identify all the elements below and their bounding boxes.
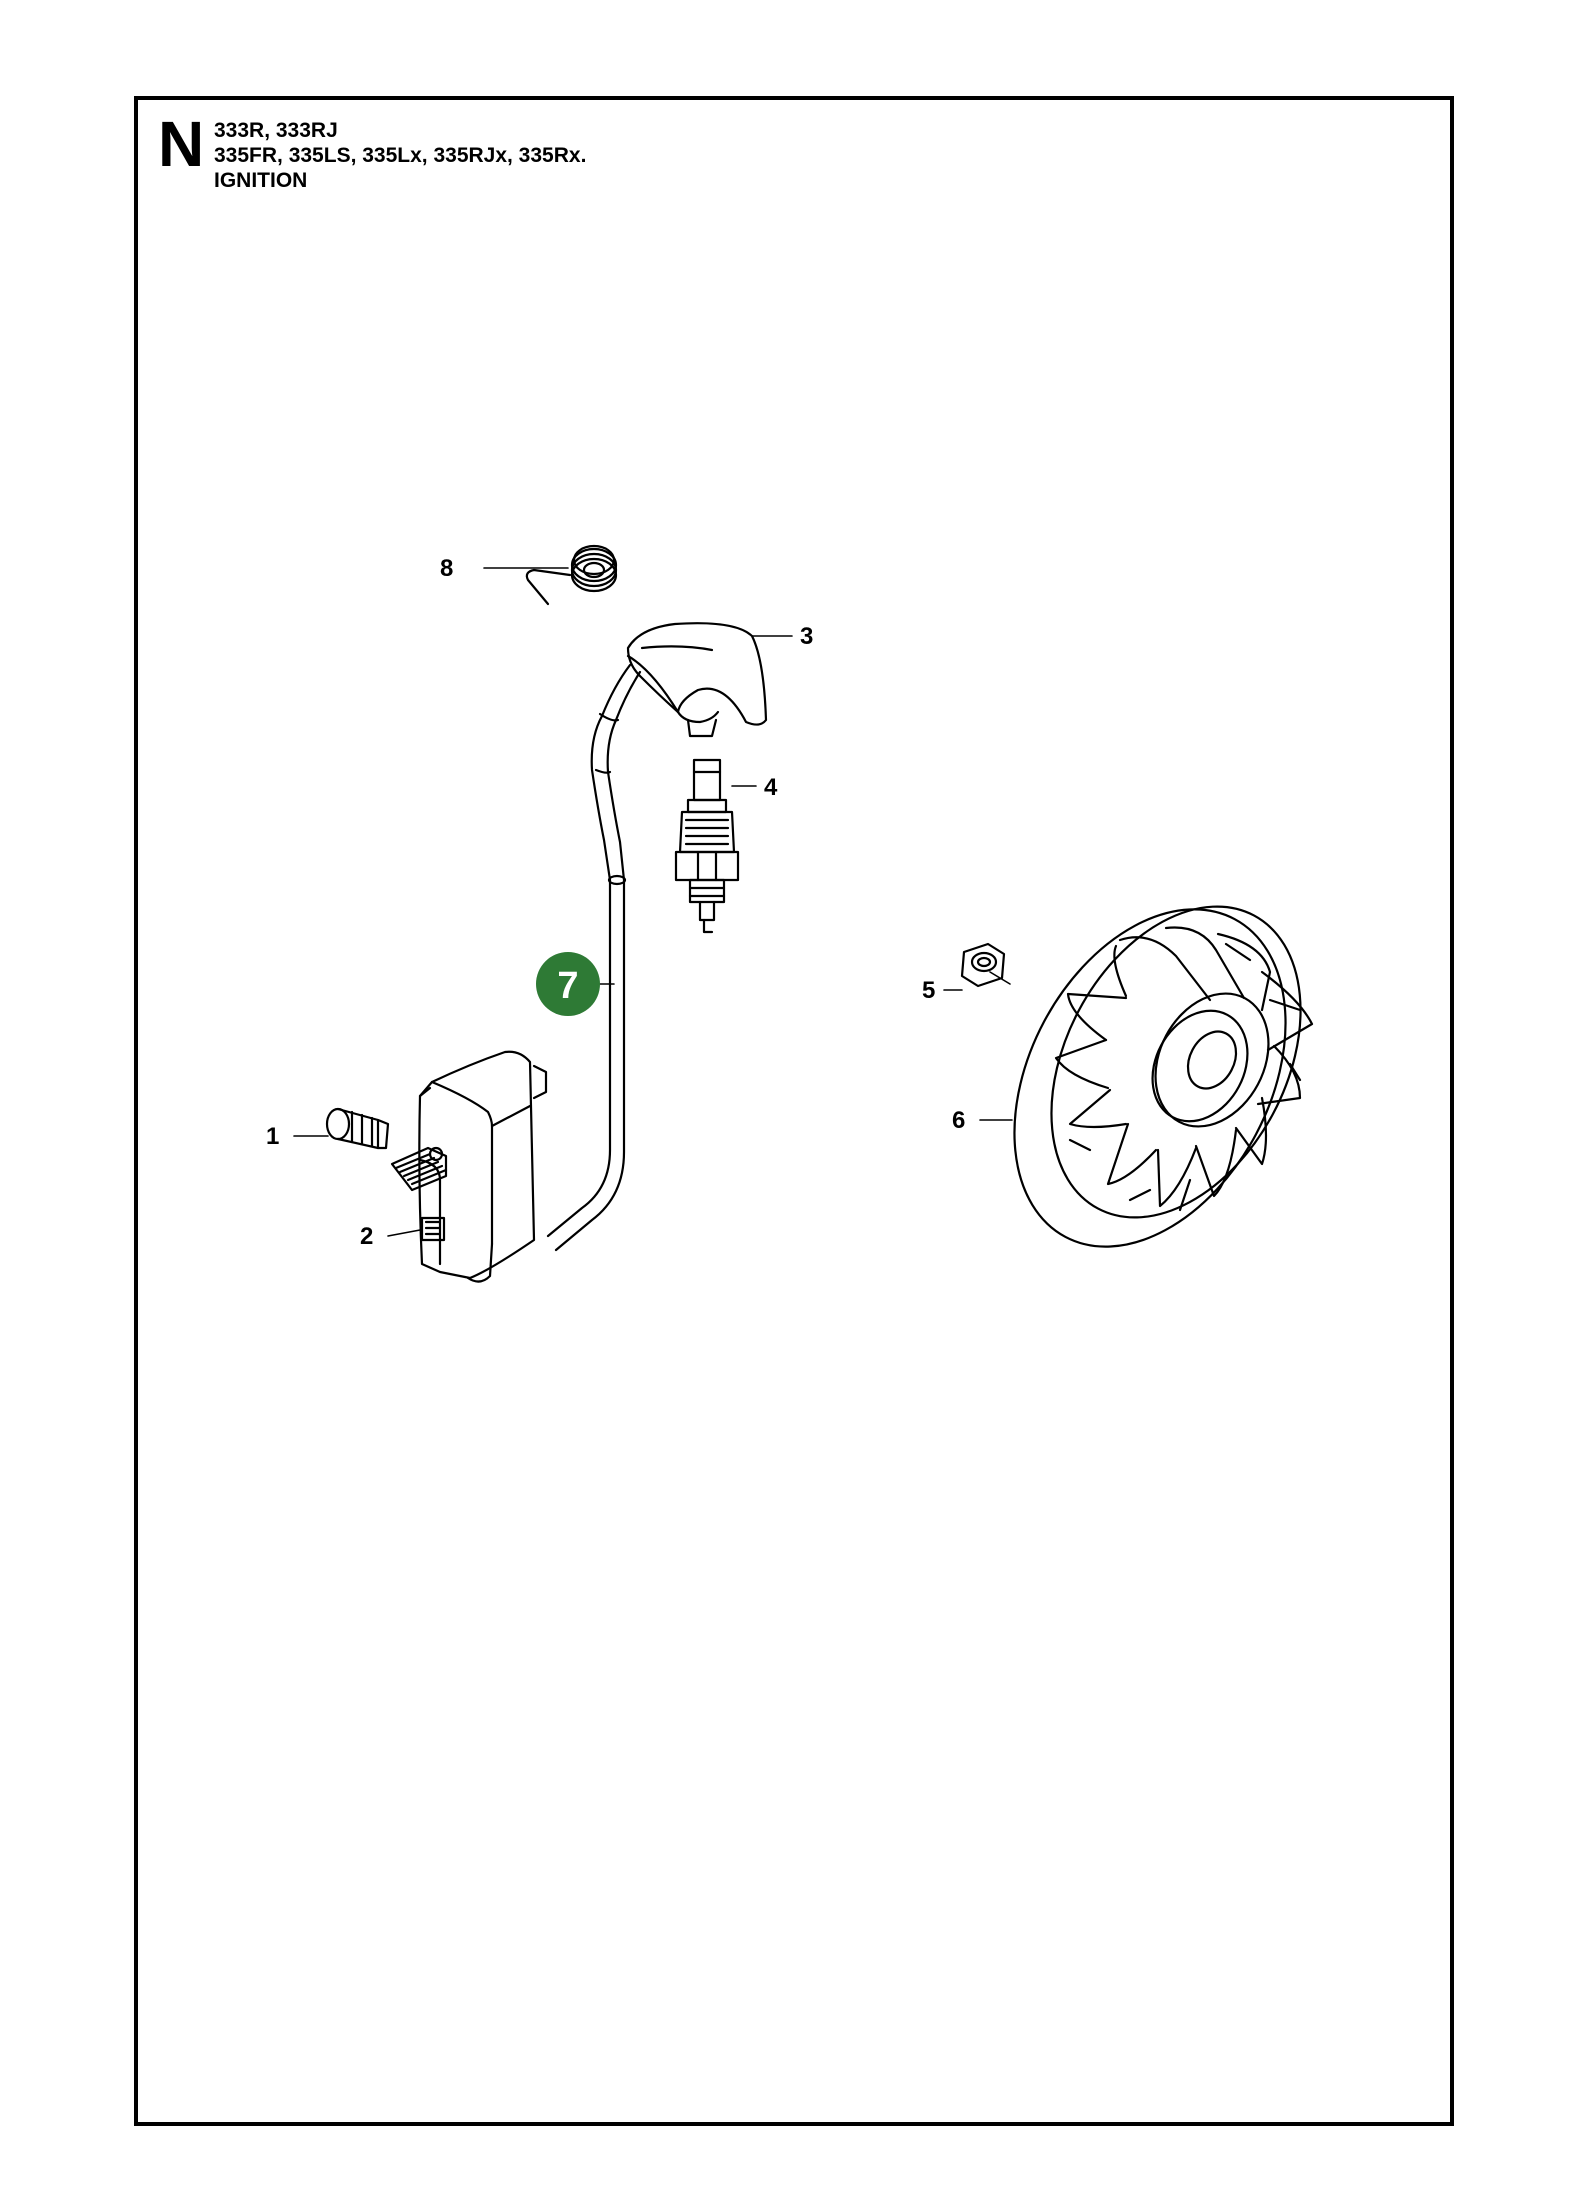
callout-3: 3	[800, 623, 813, 650]
ignition-cable-drawing	[546, 663, 642, 1252]
callout-7: 7	[557, 965, 578, 1007]
callout-4: 4	[764, 774, 778, 801]
callout-8: 8	[440, 555, 453, 582]
highlight-circle	[536, 952, 600, 1016]
spark-plug-cap-drawing	[626, 622, 768, 738]
spark-plug-drawing	[674, 758, 740, 934]
callout-1: 1	[266, 1123, 279, 1150]
models-line-1: 333R, 333RJ	[214, 119, 338, 142]
leader-lines	[293, 567, 1013, 1237]
models-line-2: 335FR, 335LS, 335Lx, 335RJx, 335Rx.	[214, 144, 587, 167]
section-letter: N	[158, 108, 205, 180]
flywheel-drawing	[1013, 905, 1314, 1248]
callout-6: 6	[952, 1107, 965, 1134]
callout-labels: 8 3 4 5 6 1 2 7	[266, 555, 965, 1250]
drawing-frame	[134, 96, 1454, 2126]
spring-drawing	[525, 544, 618, 606]
ignition-module-drawing	[390, 1050, 548, 1283]
nut-drawing	[960, 942, 1006, 988]
screw-drawing	[325, 1107, 390, 1150]
page-title: IGNITION	[214, 169, 308, 192]
callout-2: 2	[360, 1223, 373, 1250]
callout-5: 5	[922, 977, 935, 1004]
callout-7-highlight[interactable]: 7	[536, 952, 600, 1016]
page-header: 333R, 333RJ 335FR, 335LS, 335Lx, 335RJx,…	[214, 118, 586, 193]
